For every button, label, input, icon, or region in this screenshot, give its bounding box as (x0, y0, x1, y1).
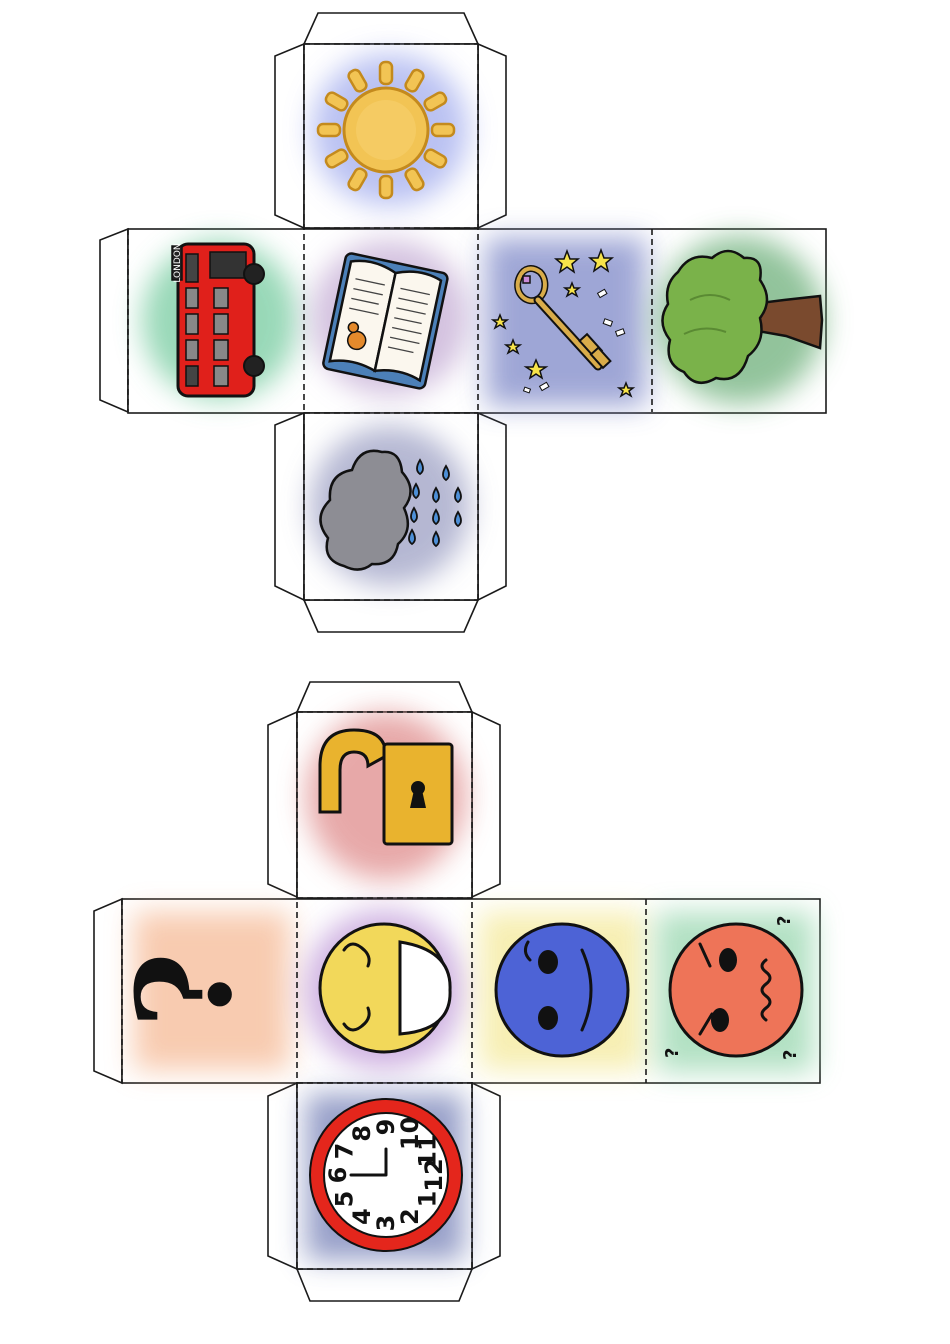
glue-tab (267, 710, 298, 899)
clock-number: 9 (372, 1119, 400, 1136)
sad-face-icon (494, 922, 630, 1058)
clock-number: 1 (414, 1191, 442, 1208)
confused-question-mark: ? (780, 1050, 801, 1060)
stars-decoration (490, 247, 636, 398)
padlock-icon (318, 728, 454, 846)
key-icon (514, 265, 612, 371)
glue-tab (477, 411, 507, 602)
glue-tab (274, 42, 305, 230)
face-happy (304, 910, 464, 1070)
glue-tab (99, 227, 129, 414)
clock-number: 7 (330, 1143, 358, 1160)
bus-icon: LONDON (171, 242, 265, 398)
glue-tab (302, 12, 480, 45)
face-book (310, 240, 470, 396)
tree-icon (661, 249, 824, 385)
cube-net-1: LONDON (99, 12, 827, 633)
face-sad (480, 912, 644, 1070)
glue-tab (471, 1081, 501, 1271)
face-padlock (306, 712, 466, 880)
clock-number: 2 (396, 1208, 424, 1225)
cube-net-2: ? (93, 681, 821, 1302)
confused-question-mark: ? (774, 916, 795, 926)
bus-destination-sign: LONDON (173, 243, 183, 282)
sparkles-decoration (522, 288, 626, 394)
face-question-mark: ? (108, 912, 290, 1070)
glue-tab (295, 681, 474, 713)
glue-tab (477, 42, 507, 230)
rain-cloud-icon (319, 449, 462, 571)
clock-number: 8 (348, 1125, 376, 1142)
question-mark-icon: ? (108, 952, 261, 1028)
happy-face-icon (318, 922, 452, 1054)
confused-face-icon (668, 922, 804, 1058)
face-bus: LONDON (142, 240, 298, 400)
confused-question-mark: ? (662, 1048, 683, 1058)
glue-tab (295, 1268, 474, 1302)
face-tree (656, 236, 824, 404)
clock-number: 4 (348, 1208, 376, 1225)
clock-number: 5 (330, 1191, 358, 1208)
sun-icon (316, 60, 456, 200)
book-icon (322, 252, 449, 390)
cat-drawing (346, 321, 367, 351)
clock-number: 11 (414, 1134, 442, 1167)
clock-number: 3 (372, 1215, 400, 1232)
glue-tab (267, 1081, 298, 1271)
clock-number: 6 (324, 1167, 352, 1184)
glue-tab (274, 411, 305, 602)
clock-number: 12 (420, 1158, 448, 1191)
glue-tab (302, 599, 480, 633)
face-rain-cloud (310, 426, 470, 586)
face-sun (312, 54, 468, 206)
glue-tab (471, 710, 501, 899)
face-confused: ? ? ? (656, 912, 814, 1072)
clock-number: 10 (396, 1117, 424, 1150)
face-key (486, 238, 646, 406)
